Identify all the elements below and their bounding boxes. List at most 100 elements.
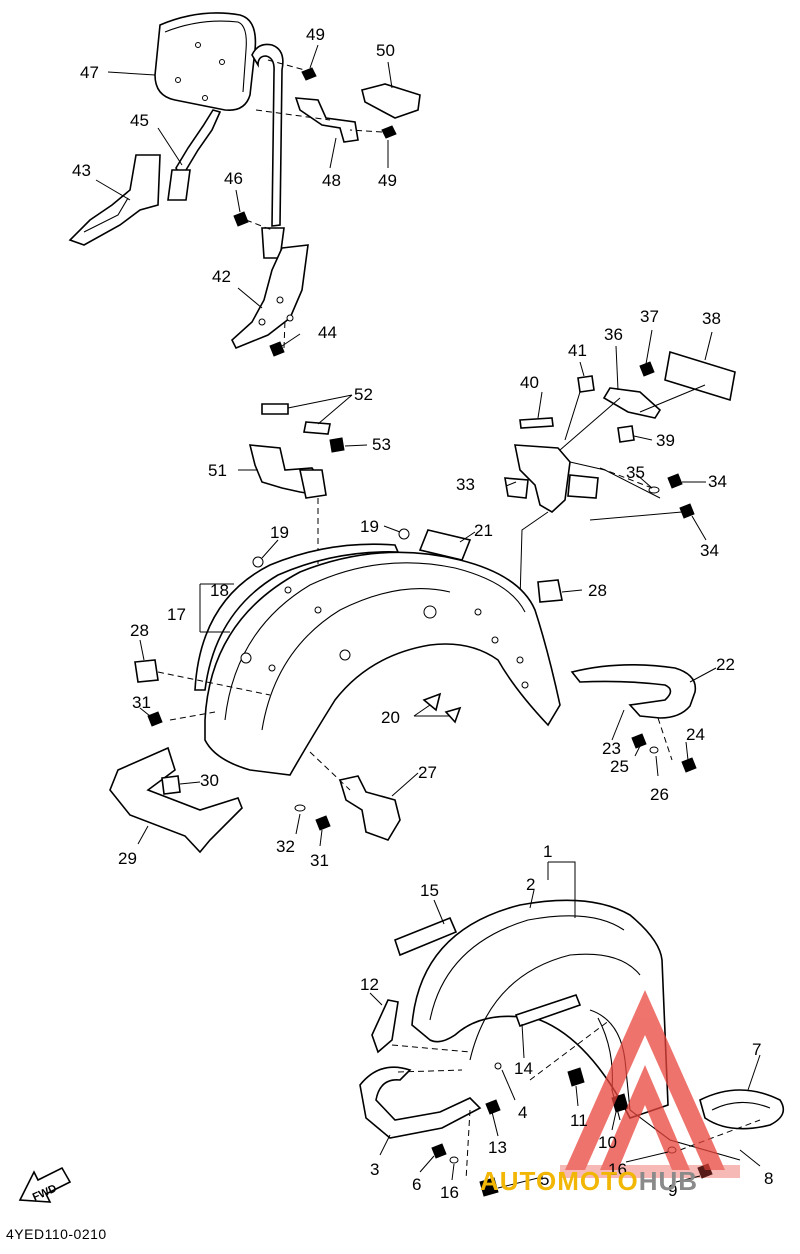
upright-clamp [167,169,191,201]
callout-30: 30 [200,771,219,790]
callout-31: 31 [132,693,151,712]
watermark-text-secondary: HUB [638,1166,699,1196]
side-plate-right [231,244,309,350]
callout-28b: 28 [588,581,607,600]
fwd-arrow: FWD [18,1166,72,1204]
cushion-part [361,83,421,119]
signal-mount-bracket [514,444,571,513]
callout-1: 1 [543,842,552,861]
grommet-right [537,579,563,603]
front-fender-assembly [359,899,785,1197]
callout-34: 34 [708,472,727,491]
callout-43: 43 [72,161,91,180]
callout-40: 40 [520,373,539,392]
callout-10: 10 [598,1133,617,1152]
callout-33: 33 [456,475,475,494]
callout-53: 53 [372,435,391,454]
callout-37: 37 [640,307,659,326]
hinge-bracket [338,775,401,841]
callout-26: 26 [650,785,669,804]
callout-39: 39 [656,431,675,450]
leader-lines [95,44,761,1189]
backrest-assembly [68,12,421,357]
callout-11: 11 [570,1111,588,1130]
callout-6: 6 [412,1175,421,1194]
callout-labels: 1 2 3 4 5 6 7 8 9 10 11 12 13 14 15 16 1… [72,25,773,1202]
callout-38: 38 [702,309,721,328]
callout-35: 35 [626,463,645,482]
callout-45: 45 [130,111,149,130]
callout-8: 8 [764,1169,773,1188]
upright-left [175,109,222,177]
callout-34b: 34 [700,541,719,560]
fender-brace-rear [699,1089,785,1130]
callout-12: 12 [360,975,379,994]
watermark-text-primary: AUTOMOTO [480,1166,639,1196]
callout-44: 44 [318,323,337,342]
callout-16b: 16 [608,1160,627,1179]
callout-46: 46 [224,169,243,188]
callout-29: 29 [118,849,137,868]
callout-19: 19 [270,523,289,542]
fender-emblem [514,994,582,1028]
callout-9: 9 [668,1181,677,1200]
watermark-logo [560,990,740,1178]
emblem-strip [418,529,472,561]
callout-47: 47 [80,63,99,82]
seat-bumper-right [303,421,331,435]
watermark-text: AUTOMOTOHUB [480,1166,698,1197]
backrest-pad [154,12,257,112]
callout-14: 14 [514,1059,533,1078]
callout-19b: 19 [360,517,379,536]
clip-30 [161,775,181,795]
license-bracket-assembly [248,350,736,640]
front-flap [109,746,243,854]
callout-2: 2 [526,875,535,894]
callout-20: 20 [381,708,400,727]
callout-24: 24 [686,725,705,744]
callout-52: 52 [354,385,373,404]
diagram-code: 4YED110-0210 [6,1226,107,1242]
callout-50: 50 [376,41,395,60]
rear-fender-assembly [109,528,697,854]
callout-5: 5 [540,1170,549,1189]
callout-7: 7 [752,1040,761,1059]
callout-49: 49 [306,25,325,44]
callout-13: 13 [488,1138,507,1157]
spacer-rod [519,417,554,429]
callout-28: 28 [130,621,149,640]
callout-41: 41 [568,341,587,360]
callout-49b: 49 [378,171,397,190]
callout-15: 15 [420,881,439,900]
callout-3: 3 [370,1160,379,1179]
callout-27: 27 [418,763,437,782]
callout-31b: 31 [310,851,329,870]
callout-51: 51 [208,461,227,480]
callout-36: 36 [604,325,623,344]
callout-22: 22 [716,655,735,674]
grommet-left [134,659,159,683]
callout-32: 32 [276,837,295,856]
callout-4: 4 [518,1103,527,1122]
callout-21: 21 [474,521,493,540]
callout-16: 16 [440,1183,459,1202]
bracket-plate [602,387,662,419]
license-light-plate [664,350,736,402]
fender-brace-front [359,1066,482,1139]
fender-tip [371,999,399,1054]
callout-18: 18 [210,581,229,600]
side-plate-left [68,154,161,246]
nut-39 [617,425,635,443]
nut-41 [577,375,595,393]
seat-bumper-left [261,403,289,415]
upright-right [251,43,284,227]
fender-emblem-strip [394,916,458,957]
rear-grab-bracket [570,664,697,719]
rear-fender [204,551,561,776]
callout-25: 25 [610,757,629,776]
callout-48: 48 [322,171,341,190]
callout-23: 23 [602,739,621,758]
callout-17: 17 [167,605,186,624]
